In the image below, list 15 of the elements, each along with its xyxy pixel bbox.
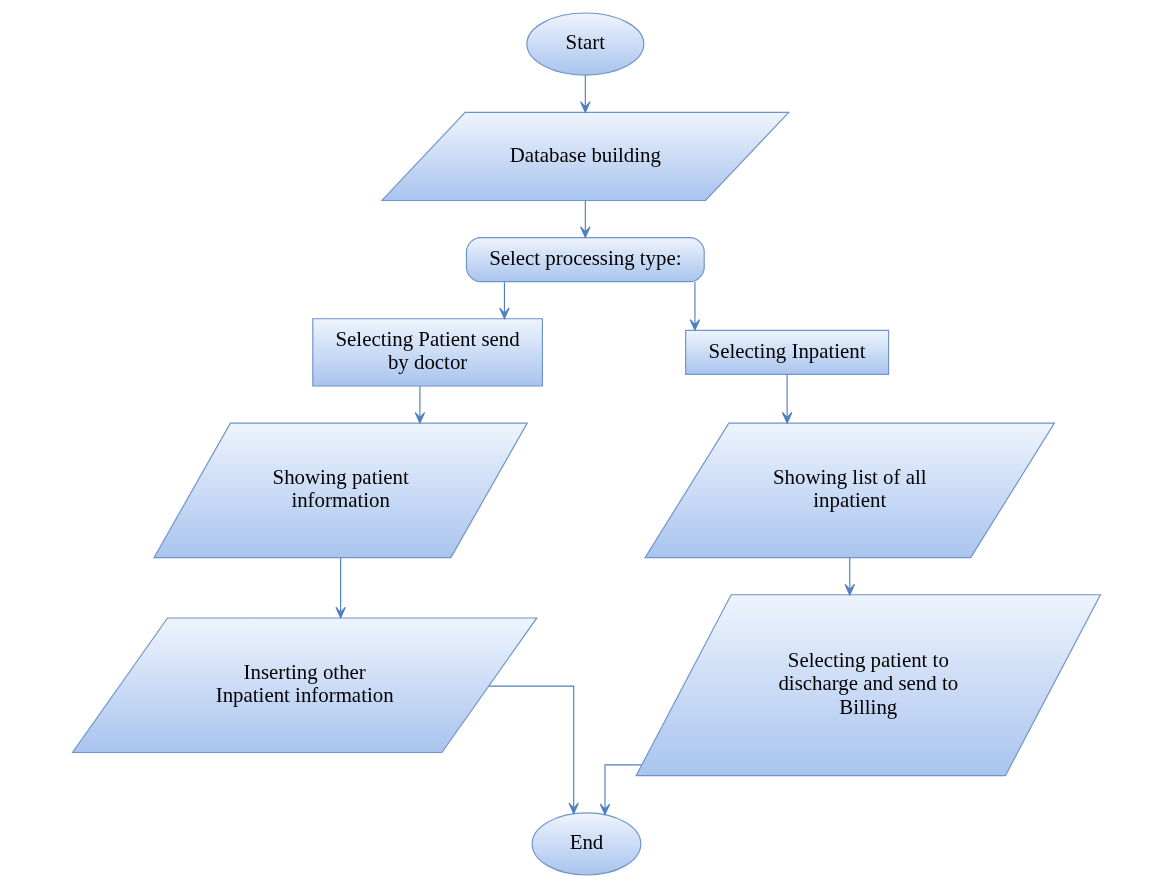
node-ellipse: End [531, 812, 642, 876]
arrow [580, 199, 591, 238]
arrow [580, 74, 591, 113]
arrow [488, 685, 579, 815]
node-ellipse: Start [526, 12, 645, 76]
arrow [781, 374, 793, 424]
node-box: Selecting Patient send by doctor [312, 318, 543, 387]
node-box: Select processing type: [465, 237, 705, 283]
arrow [335, 557, 346, 619]
arrow [414, 385, 426, 424]
arrow [844, 557, 856, 596]
arrow [689, 281, 701, 331]
arrow [499, 281, 510, 320]
node-box: Selecting Inpatient [685, 329, 890, 375]
arrow [599, 764, 643, 816]
